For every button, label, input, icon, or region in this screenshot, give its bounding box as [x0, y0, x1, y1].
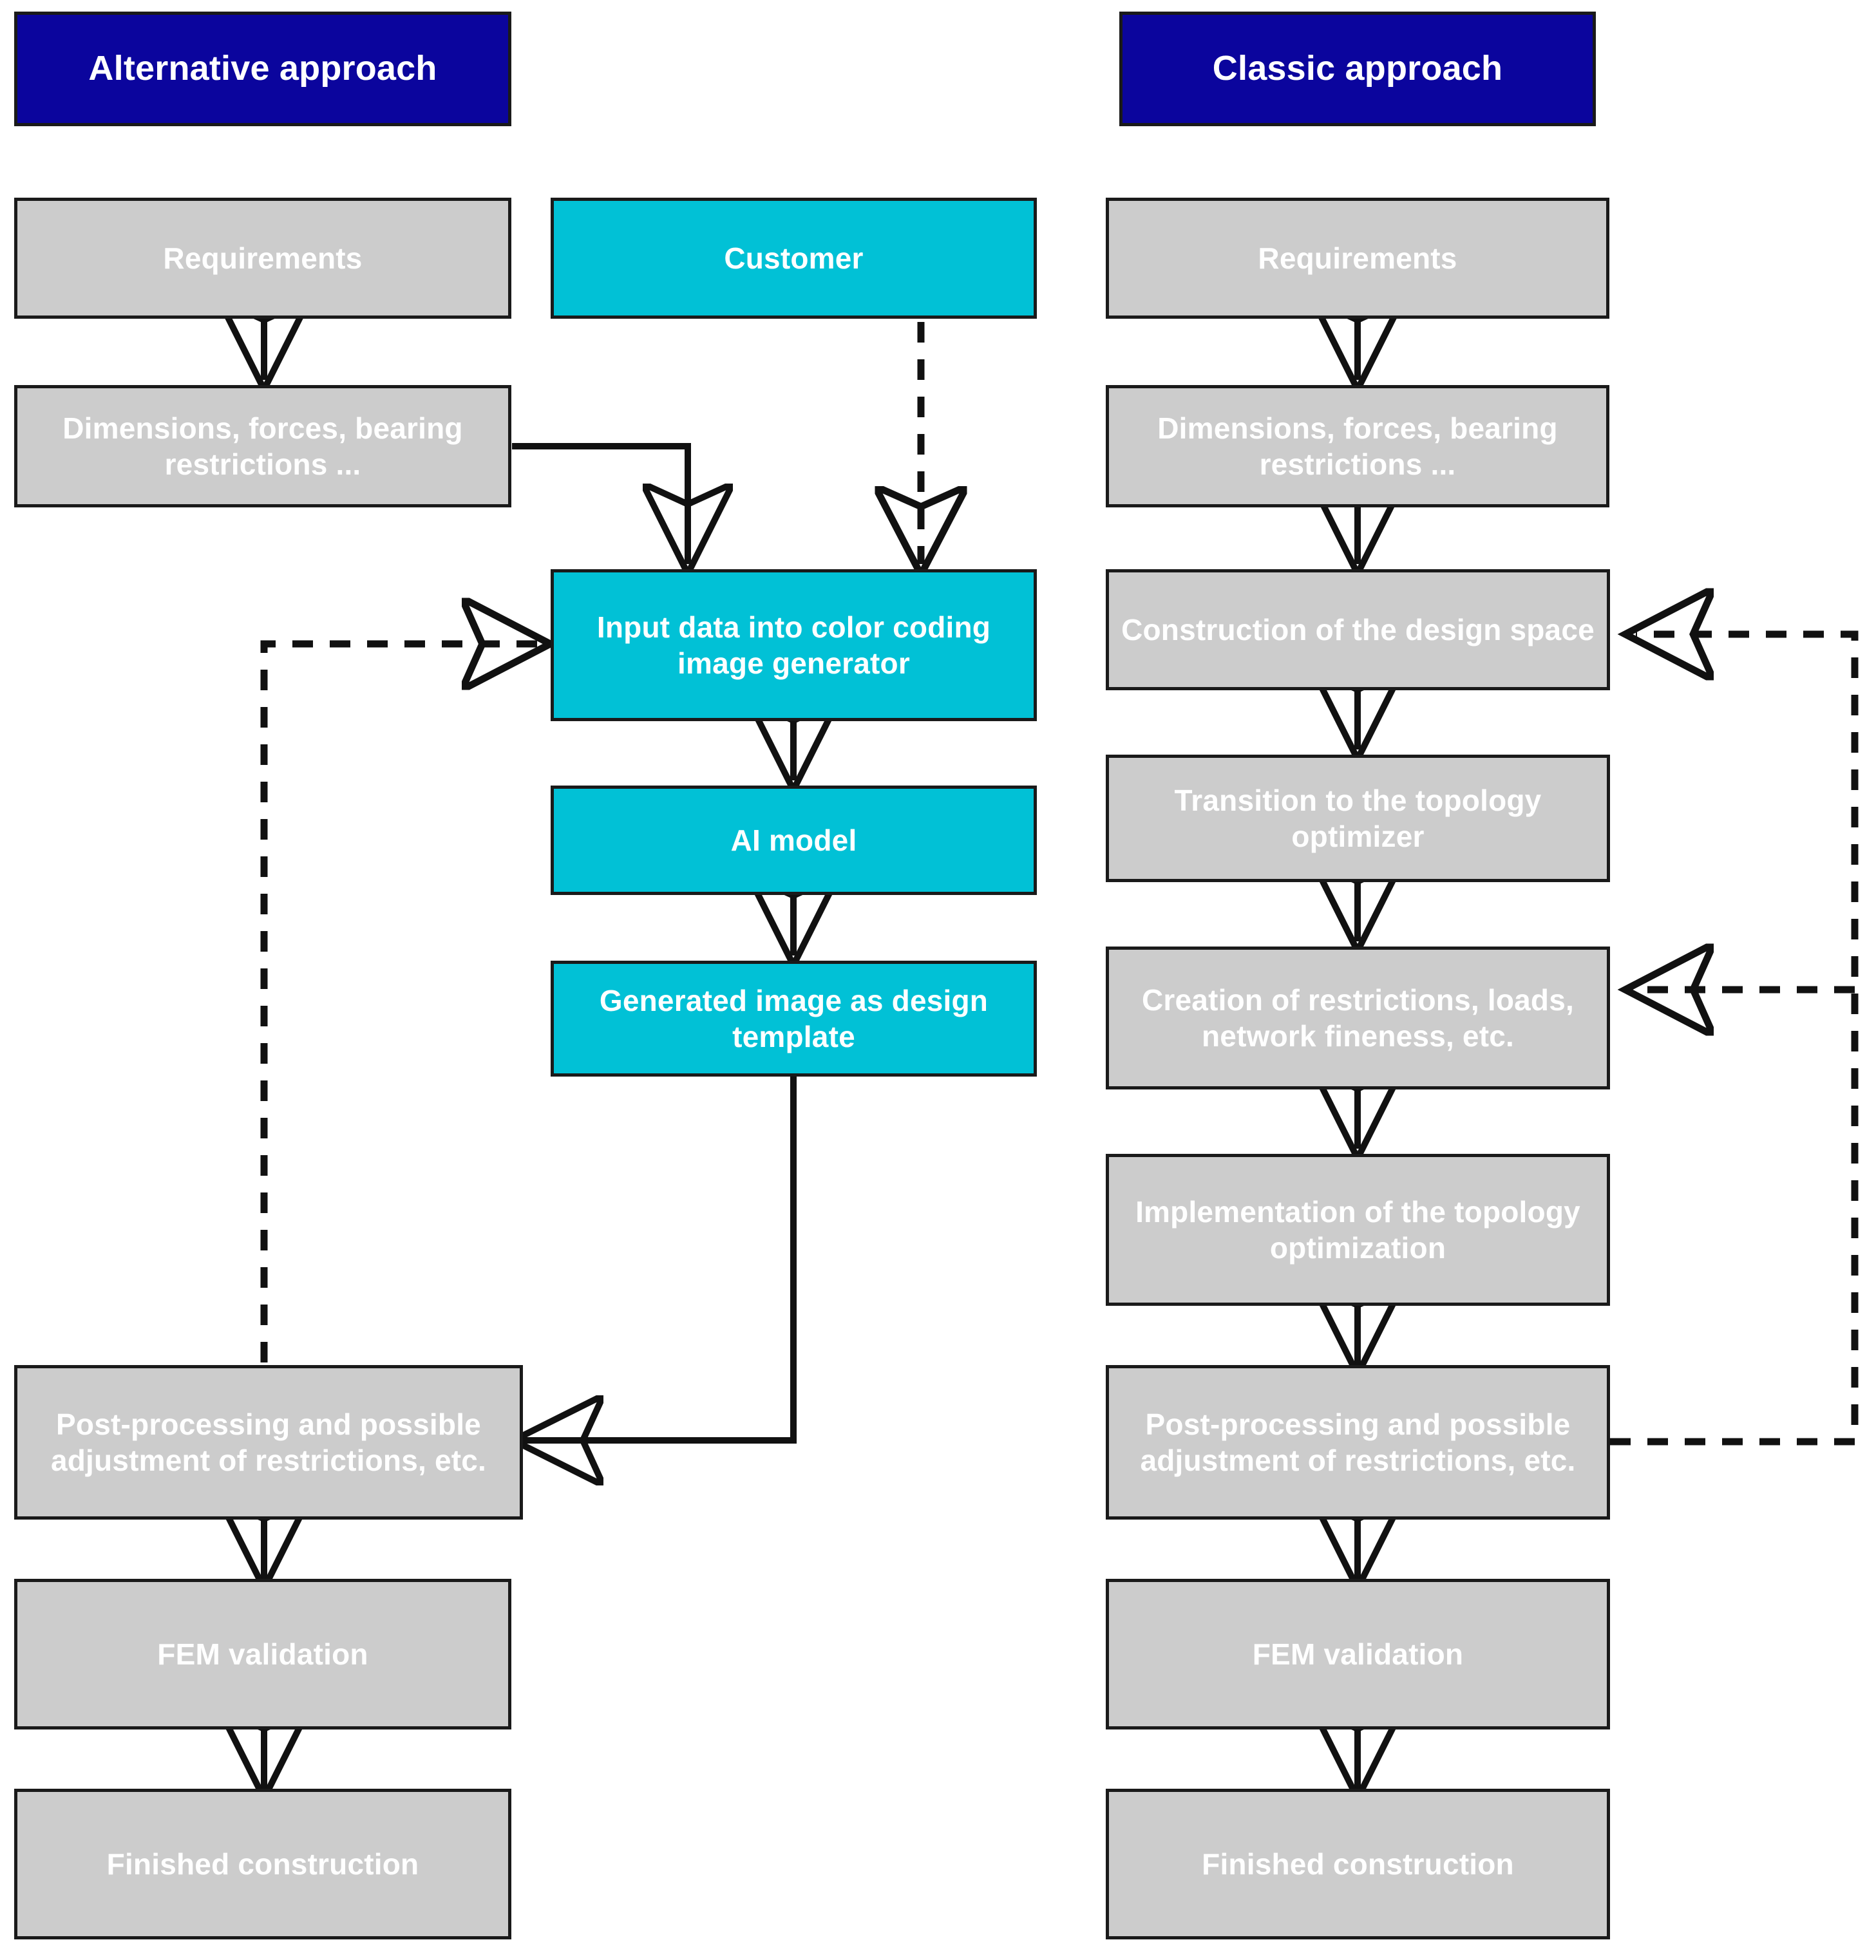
edge-cls-postprocessing-to-design-space	[1610, 634, 1859, 1446]
node-alt-postprocessing[interactable]: Post-processing and possible adjustment …	[14, 1365, 523, 1520]
node-cls-implementation[interactable]: Implementation of the topology optimizat…	[1106, 1154, 1610, 1306]
node-input-data-label: Input data into color coding image gener…	[596, 610, 991, 680]
node-cls-requirements[interactable]: Requirements	[1106, 198, 1609, 319]
node-cls-postprocessing[interactable]: Post-processing and possible adjustment …	[1106, 1365, 1610, 1520]
node-alt-fem-validation[interactable]: FEM validation	[14, 1579, 511, 1729]
node-input-data[interactable]: Input data into color coding image gener…	[551, 569, 1037, 721]
node-cls-design-space[interactable]: Construction of the design space	[1106, 569, 1610, 690]
node-cls-fem-validation[interactable]: FEM validation	[1106, 1579, 1610, 1729]
header-classic-approach: Classic approach	[1119, 12, 1596, 126]
header-classic-approach-label: Classic approach	[1212, 49, 1503, 88]
node-alt-dimensions[interactable]: Dimensions, forces, bearing restrictions…	[14, 385, 511, 507]
node-alt-dimensions-label: Dimensions, forces, bearing restrictions…	[62, 411, 463, 481]
node-alt-finished-construction[interactable]: Finished construction	[14, 1789, 511, 1939]
node-customer-label: Customer	[724, 241, 864, 275]
edge-generated-image-to-alt-postprocessing	[523, 1077, 797, 1440]
node-cls-implementation-label: Implementation of the topology optimizat…	[1135, 1194, 1580, 1265]
node-alt-requirements[interactable]: Requirements	[14, 198, 511, 319]
node-alt-requirements-label: Requirements	[163, 241, 363, 275]
node-cls-dimensions-label: Dimensions, forces, bearing restrictions…	[1157, 411, 1558, 481]
node-cls-fem-validation-label: FEM validation	[1252, 1637, 1464, 1671]
node-ai-model[interactable]: AI model	[551, 786, 1037, 895]
node-alt-postprocessing-label: Post-processing and possible adjustment …	[50, 1407, 487, 1477]
node-generated-image[interactable]: Generated image as design template	[551, 961, 1037, 1077]
node-cls-transition[interactable]: Transition to the topology optimizer	[1106, 755, 1610, 882]
header-alternative-approach: Alternative approach	[14, 12, 511, 126]
node-cls-finished-construction[interactable]: Finished construction	[1106, 1789, 1610, 1939]
node-cls-creation-label: Creation of restrictions, loads, network…	[1142, 983, 1574, 1053]
node-cls-creation[interactable]: Creation of restrictions, loads, network…	[1106, 947, 1610, 1089]
edge-alt-dimensions-to-input-data	[512, 443, 688, 564]
node-alt-fem-validation-label: FEM validation	[157, 1637, 368, 1671]
node-cls-design-space-label: Construction of the design space	[1121, 612, 1595, 646]
node-cls-postprocessing-label: Post-processing and possible adjustment …	[1140, 1407, 1576, 1477]
node-cls-transition-label: Transition to the topology optimizer	[1174, 783, 1542, 853]
edge-alt-postprocessing-to-input-data	[260, 644, 540, 1362]
node-cls-dimensions[interactable]: Dimensions, forces, bearing restrictions…	[1106, 385, 1609, 507]
node-cls-requirements-label: Requirements	[1258, 241, 1457, 275]
node-cls-finished-construction-label: Finished construction	[1202, 1847, 1514, 1881]
header-alternative-approach-label: Alternative approach	[88, 49, 437, 88]
node-ai-model-label: AI model	[730, 823, 857, 857]
node-alt-finished-construction-label: Finished construction	[106, 1847, 419, 1881]
node-generated-image-label: Generated image as design template	[599, 983, 989, 1053]
node-customer[interactable]: Customer	[551, 198, 1037, 319]
